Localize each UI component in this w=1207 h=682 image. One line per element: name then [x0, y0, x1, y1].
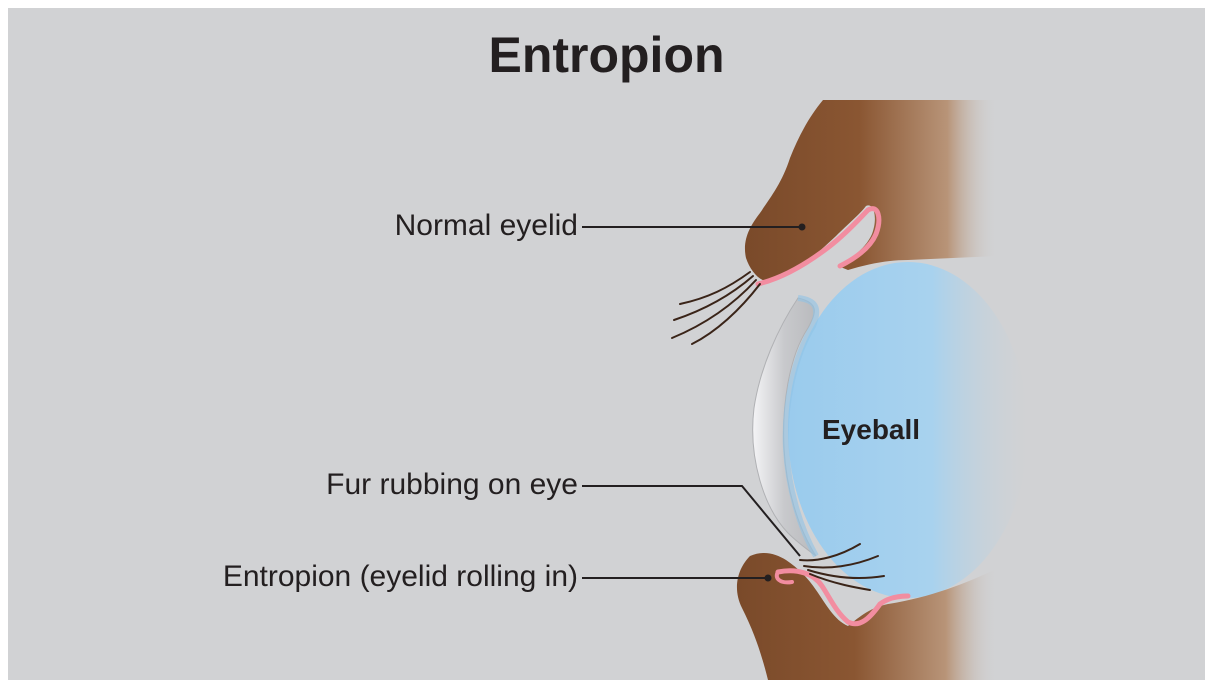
diagram-panel: Entropion Normal eyelid Fur rubbing on e…: [8, 8, 1205, 680]
upper-eyelashes: [672, 272, 760, 344]
diagram-title: Entropion: [8, 26, 1205, 84]
normal-eyelid-pointer-dot: [799, 224, 806, 231]
normal-eyelid-label: Normal eyelid: [348, 209, 578, 243]
entropion-pointer-dot: [765, 575, 772, 582]
entropion-label: Entropion (eyelid rolling in): [158, 560, 578, 594]
eyeball-label: Eyeball: [822, 414, 920, 446]
fur-rubbing-label: Fur rubbing on eye: [268, 468, 578, 502]
upper-fur: [745, 100, 998, 282]
